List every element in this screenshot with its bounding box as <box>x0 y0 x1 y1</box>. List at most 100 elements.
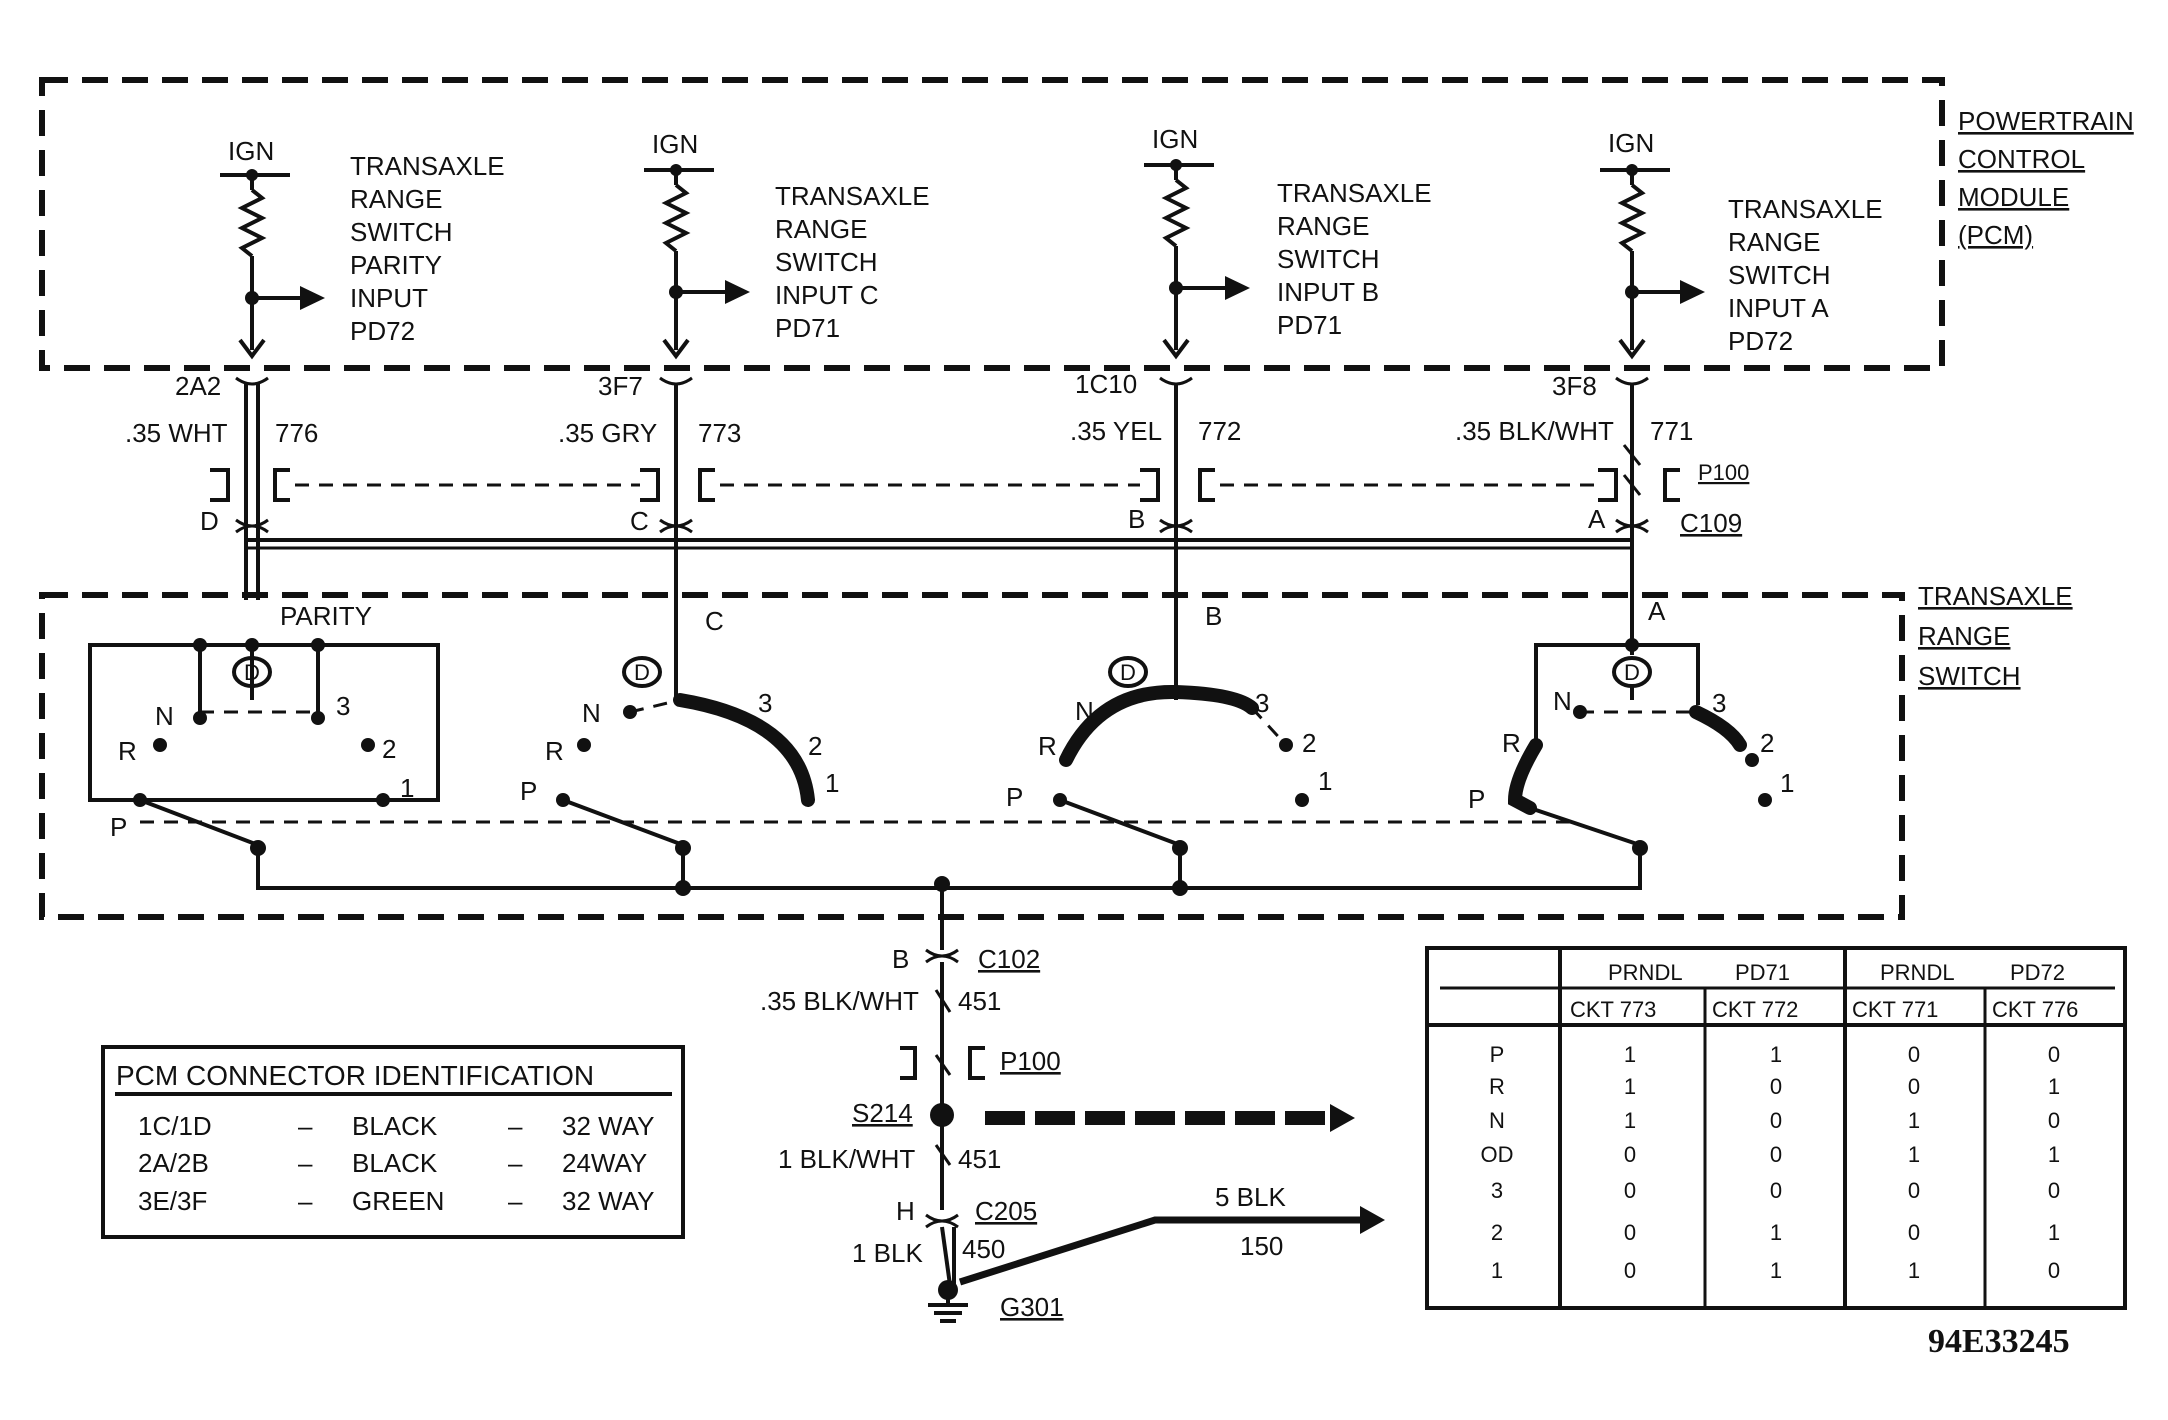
svg-text:TRANSAXLE: TRANSAXLE <box>350 151 505 181</box>
truth-cell: 1 <box>1624 1108 1636 1133</box>
truth-cell: 1 <box>2048 1074 2060 1099</box>
truth-row-position: R <box>1489 1074 1505 1099</box>
pcm-input-c: IGN TRANSAXLE RANGE SWITCH INPUT C PD71 … <box>558 129 930 536</box>
switch-common-bus <box>140 820 1642 896</box>
svg-text:C205: C205 <box>975 1196 1037 1226</box>
svg-text:P: P <box>520 776 537 806</box>
svg-text:RANGE: RANGE <box>1728 227 1820 257</box>
s214-shielded-branch <box>985 1104 1355 1132</box>
svg-text:PD72: PD72 <box>350 316 415 346</box>
svg-text:PD71: PD71 <box>775 313 840 343</box>
wire-771 <box>1615 376 1649 655</box>
svg-text:773: 773 <box>698 418 741 448</box>
truth-cell: 0 <box>1624 1258 1636 1283</box>
svg-text:SWITCH: SWITCH <box>775 247 878 277</box>
svg-text:3: 3 <box>336 691 350 721</box>
svg-text:3: 3 <box>758 688 772 718</box>
truth-cell: 1 <box>2048 1220 2060 1245</box>
svg-text:CKT 776: CKT 776 <box>1992 997 2078 1022</box>
ground-branch-150: 5 BLK 150 <box>958 1182 1385 1286</box>
svg-text:2: 2 <box>1760 728 1774 758</box>
svg-text:RANGE: RANGE <box>775 214 867 244</box>
svg-text:D: D <box>200 506 219 536</box>
truth-cell: 0 <box>1770 1142 1782 1167</box>
svg-text:1: 1 <box>825 768 839 798</box>
svg-text:772: 772 <box>1198 416 1241 446</box>
svg-text:2: 2 <box>808 731 822 761</box>
svg-text:IGN: IGN <box>228 136 274 166</box>
ground-path: B C102 .35 BLK/WHT 451 P100 S214 1 BLK/W… <box>760 884 1064 1323</box>
svg-text:R: R <box>118 736 137 766</box>
truth-cell: 1 <box>1624 1042 1636 1067</box>
truth-cell: 0 <box>1908 1042 1920 1067</box>
svg-text:.35 YEL: .35 YEL <box>1070 416 1162 446</box>
svg-text:CONTROL: CONTROL <box>1958 144 2085 174</box>
connector-id-table: PCM CONNECTOR IDENTIFICATION 1C/1D – BLA… <box>101 1045 685 1239</box>
svg-text:2: 2 <box>382 734 396 764</box>
svg-text:3F7: 3F7 <box>598 371 643 401</box>
switch-section-a: A D N R 3 2 1 P <box>1468 596 1794 856</box>
svg-text:MODULE: MODULE <box>1958 182 2069 212</box>
svg-text:A: A <box>1648 596 1666 626</box>
svg-text:1C10: 1C10 <box>1075 369 1137 399</box>
svg-text:INPUT A: INPUT A <box>1728 293 1829 323</box>
svg-text:2A2: 2A2 <box>175 371 221 401</box>
svg-text:32 WAY: 32 WAY <box>562 1186 654 1216</box>
svg-text:R: R <box>1038 731 1057 761</box>
truth-row-position: P <box>1490 1042 1505 1067</box>
truth-cell: 1 <box>1770 1220 1782 1245</box>
svg-text:TRANSAXLE: TRANSAXLE <box>1277 178 1432 208</box>
svg-text:R: R <box>545 736 564 766</box>
svg-text:–: – <box>508 1111 523 1141</box>
truth-cell: 1 <box>2048 1142 2060 1167</box>
svg-text:PARITY: PARITY <box>280 601 372 631</box>
svg-text:P: P <box>1468 784 1485 814</box>
c109-connector: C109 <box>246 508 1742 550</box>
svg-text:3: 3 <box>1712 688 1726 718</box>
truth-cell: 0 <box>2048 1108 2060 1133</box>
truth-cell: 1 <box>1908 1108 1920 1133</box>
truth-cell: 0 <box>2048 1178 2060 1203</box>
svg-text:771: 771 <box>1650 416 1693 446</box>
svg-text:IGN: IGN <box>1608 128 1654 158</box>
truth-cell: 0 <box>1908 1178 1920 1203</box>
svg-text:R: R <box>1502 728 1521 758</box>
svg-text:PD71: PD71 <box>1735 960 1790 985</box>
truth-cell: 0 <box>1624 1142 1636 1167</box>
range-switch-boundary <box>39 592 1905 920</box>
svg-text:TRANSAXLE: TRANSAXLE <box>1918 581 2073 611</box>
svg-text:.35 GRY: .35 GRY <box>558 418 657 448</box>
pcm-title: POWERTRAIN CONTROL MODULE (PCM) <box>1958 106 2134 250</box>
svg-text:CKT 771: CKT 771 <box>1852 997 1938 1022</box>
truth-cell: 0 <box>1770 1178 1782 1203</box>
truth-row-position: N <box>1489 1108 1505 1133</box>
svg-text:G301: G301 <box>1000 1292 1064 1322</box>
svg-text:5 BLK: 5 BLK <box>1215 1182 1286 1212</box>
switch-section-c: C D N R 3 2 1 P <box>520 606 839 856</box>
svg-text:(PCM): (PCM) <box>1958 220 2033 250</box>
svg-text:451: 451 <box>958 1144 1001 1174</box>
svg-text:.35 BLK/WHT: .35 BLK/WHT <box>760 986 919 1016</box>
svg-text:–: – <box>298 1148 313 1178</box>
svg-text:PARITY: PARITY <box>350 250 442 280</box>
switch-section-parity: PARITY D N R 3 2 1 P <box>88 601 440 856</box>
svg-text:SWITCH: SWITCH <box>1918 661 2021 691</box>
svg-text:451: 451 <box>958 986 1001 1016</box>
range-switch-title: TRANSAXLE RANGE SWITCH <box>1918 581 2073 691</box>
truth-cell: 1 <box>1770 1042 1782 1067</box>
truth-row-position: 2 <box>1491 1220 1503 1245</box>
svg-text:C: C <box>630 506 649 536</box>
truth-row-position: 1 <box>1491 1258 1503 1283</box>
switch-section-b: B D N R 3 2 1 P <box>1006 601 1332 856</box>
svg-text:RANGE: RANGE <box>1277 211 1369 241</box>
svg-text:150: 150 <box>1240 1231 1283 1261</box>
svg-text:B: B <box>1205 601 1222 631</box>
svg-text:BLACK: BLACK <box>352 1148 438 1178</box>
svg-text:1 BLK/WHT: 1 BLK/WHT <box>778 1144 915 1174</box>
truth-cell: 0 <box>1624 1178 1636 1203</box>
svg-text:.35 WHT: .35 WHT <box>125 418 228 448</box>
svg-text:–: – <box>298 1111 313 1141</box>
svg-text:TRANSAXLE: TRANSAXLE <box>1728 194 1883 224</box>
svg-text:.35 BLK/WHT: .35 BLK/WHT <box>1455 416 1614 446</box>
svg-text:N: N <box>1553 686 1572 716</box>
